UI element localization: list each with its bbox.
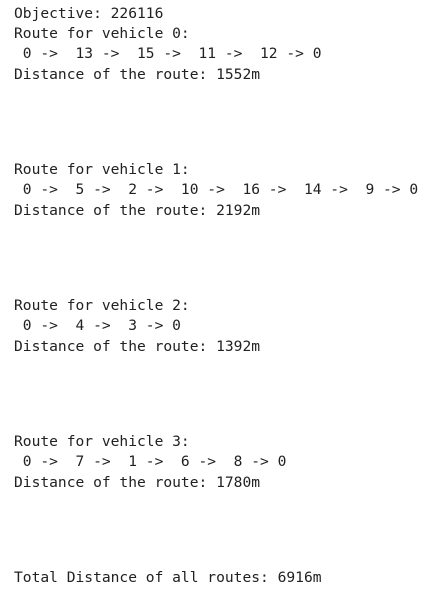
route-2-header: Route for vehicle 2: [14,297,190,314]
route-1-distance: Distance of the route: 2192m [14,202,261,219]
route-3-distance: Distance of the route: 1780m [14,474,261,491]
route-3-path: 0 -> 7 -> 1 -> 6 -> 8 -> 0 [14,453,287,470]
route-2-distance: Distance of the route: 1392m [14,338,261,355]
route-1-path: 0 -> 5 -> 2 -> 10 -> 16 -> 14 -> 9 -> 0 [14,181,419,198]
route-1-header: Route for vehicle 1: [14,161,190,178]
route-2-path: 0 -> 4 -> 3 -> 0 [14,317,181,334]
route-0-path: 0 -> 13 -> 15 -> 11 -> 12 -> 0 [14,45,322,62]
objective-line: Objective: 226116 [14,5,164,22]
route-0-distance: Distance of the route: 1552m [14,66,261,83]
route-0-header: Route for vehicle 0: [14,25,190,42]
total-distance-line: Total Distance of all routes: 6916m [14,569,322,586]
route-3-header: Route for vehicle 3: [14,433,190,450]
